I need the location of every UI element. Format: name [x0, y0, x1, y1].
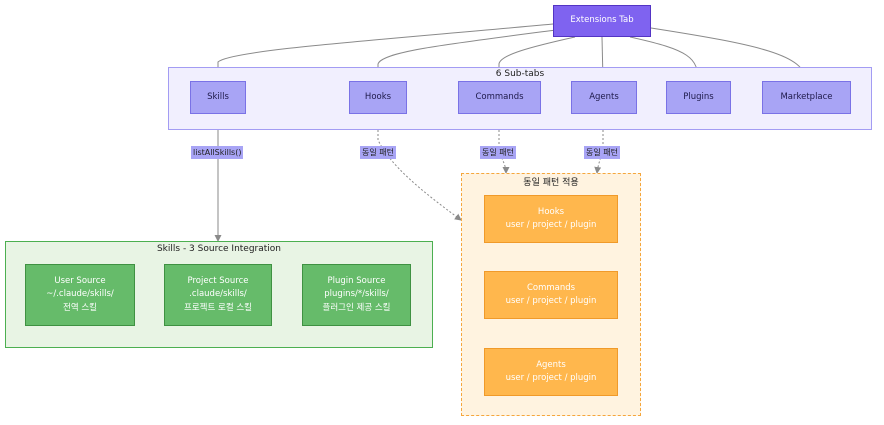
pattern-commands-sub: user / project / plugin — [505, 296, 597, 306]
edge-label-commands: 동일 패턴 — [480, 146, 516, 159]
plugin-source-path: plugins/*/skills/ — [324, 289, 389, 300]
edge-label-skills: listAllSkills() — [191, 146, 244, 159]
user-source-node[interactable]: User Source ~/.claude/skills/ 전역 스킬 — [25, 264, 135, 326]
tab-commands[interactable]: Commands — [458, 81, 541, 114]
tab-hooks-label: Hooks — [364, 91, 392, 102]
user-source-path: ~/.claude/skills/ — [46, 289, 114, 300]
project-source-title: Project Source — [187, 276, 249, 287]
tab-commands-label: Commands — [475, 91, 524, 102]
tab-hooks[interactable]: Hooks — [349, 81, 407, 114]
pattern-hooks-title: Hooks — [537, 206, 565, 217]
pattern-commands-node[interactable]: Commands user / project / plugin — [484, 271, 618, 319]
plugin-source-title: Plugin Source — [327, 276, 386, 287]
plugin-source-node[interactable]: Plugin Source plugins/*/skills/ 플러그인 제공 … — [302, 264, 411, 326]
user-source-desc: 전역 스킬 — [63, 302, 97, 313]
pattern-hooks-node[interactable]: Hooks user / project / plugin — [484, 195, 618, 243]
extensions-tab-node[interactable]: Extensions Tab — [553, 5, 651, 37]
pattern-agents-sub: user / project / plugin — [505, 373, 597, 383]
user-source-title: User Source — [54, 276, 106, 287]
subtabs-group-title: 6 Sub-tabs — [495, 69, 545, 79]
tab-plugins-label: Plugins — [683, 91, 714, 102]
tab-marketplace[interactable]: Marketplace — [762, 81, 851, 114]
tab-agents[interactable]: Agents — [571, 81, 637, 114]
tab-plugins[interactable]: Plugins — [666, 81, 731, 114]
pattern-commands-title: Commands — [526, 282, 576, 293]
edge-label-agents: 동일 패턴 — [584, 146, 620, 159]
pattern-hooks-sub: user / project / plugin — [505, 220, 597, 230]
project-source-desc: 프로젝트 로컬 스킬 — [184, 302, 252, 313]
tab-agents-label: Agents — [589, 91, 619, 102]
plugin-source-desc: 플러그인 제공 스킬 — [322, 302, 391, 313]
tab-skills-label: Skills — [207, 91, 229, 102]
pattern-agents-title: Agents — [536, 359, 566, 370]
tab-skills[interactable]: Skills — [190, 81, 246, 114]
extensions-tab-label: Extensions Tab — [570, 15, 634, 26]
pattern-group-title: 동일 패턴 적용 — [523, 178, 579, 188]
skills-group-title: Skills - 3 Source Integration — [156, 244, 282, 254]
tab-marketplace-label: Marketplace — [780, 91, 833, 102]
project-source-path: .claude/skills/ — [189, 289, 247, 300]
pattern-agents-node[interactable]: Agents user / project / plugin — [484, 348, 618, 396]
subtabs-group: 6 Sub-tabs — [168, 67, 872, 130]
project-source-node[interactable]: Project Source .claude/skills/ 프로젝트 로컬 스… — [164, 264, 272, 326]
edge-label-hooks: 동일 패턴 — [360, 146, 396, 159]
